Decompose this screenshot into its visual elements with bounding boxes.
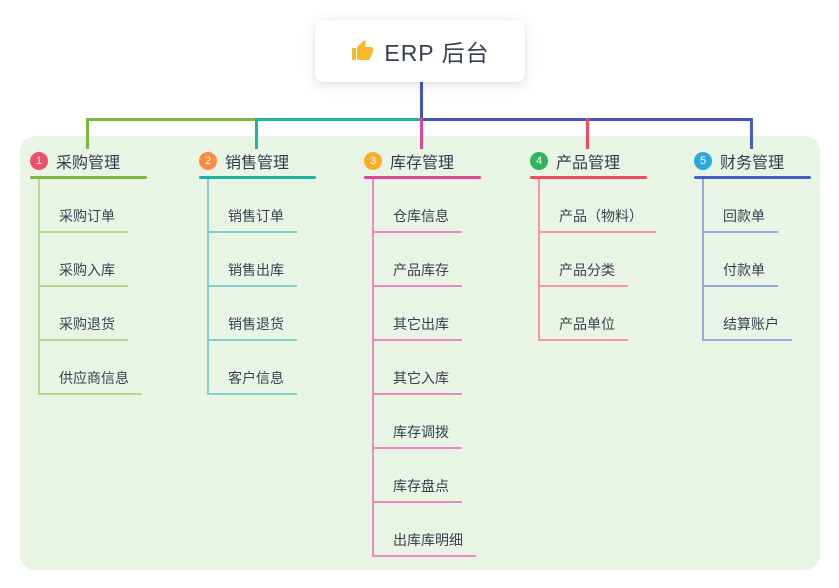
child-node-label: 销售出库 bbox=[209, 260, 297, 287]
child-node-label: 回款单 bbox=[704, 206, 778, 233]
branch-children-list: 仓库信息产品库存其它出库其它入库库存调拨库存盘点出库库明细 bbox=[372, 179, 481, 557]
branch-node-3[interactable]: 3 库存管理 bbox=[364, 148, 481, 174]
branch-children-list: 产品（物料） 产品分类产品单位 bbox=[538, 179, 656, 341]
branch-4: 4 产品管理产品（物料） 产品分类产品单位 bbox=[530, 148, 656, 341]
child-node[interactable]: 销售订单 bbox=[209, 179, 316, 233]
child-node[interactable]: 产品单位 bbox=[540, 287, 656, 341]
child-node-label: 其它出库 bbox=[374, 314, 462, 341]
branch-node-5[interactable]: 5 财务管理 bbox=[694, 148, 811, 174]
child-node[interactable]: 结算账户 bbox=[704, 287, 811, 341]
child-node-label: 其它入库 bbox=[374, 368, 462, 395]
branch-5: 5 财务管理回款单付款单结算账户 bbox=[694, 148, 811, 341]
bus-segment-sales bbox=[256, 118, 421, 121]
branch-underline bbox=[694, 176, 811, 179]
child-node[interactable]: 其它出库 bbox=[374, 287, 481, 341]
branch-number-badge: 5 bbox=[694, 152, 712, 170]
child-node[interactable]: 出库库明细 bbox=[374, 503, 481, 557]
branch-underline bbox=[364, 176, 481, 179]
branch-2: 2 销售管理销售订单销售出库销售退货客户信息 bbox=[199, 148, 316, 395]
root-stem-line bbox=[420, 80, 423, 121]
branch-number-badge: 4 bbox=[530, 152, 548, 170]
child-node-label: 产品库存 bbox=[374, 260, 462, 287]
branch-number-badge: 2 bbox=[199, 152, 217, 170]
child-node-label: 产品单位 bbox=[540, 314, 628, 341]
child-node-label: 销售订单 bbox=[209, 206, 297, 233]
branch-1: 1 采购管理采购订单采购入库采购退货供应商信息 bbox=[30, 148, 147, 395]
child-node[interactable]: 产品库存 bbox=[374, 233, 481, 287]
branch-node-2[interactable]: 2 销售管理 bbox=[199, 148, 316, 174]
child-node[interactable]: 其它入库 bbox=[374, 341, 481, 395]
child-node[interactable]: 回款单 bbox=[704, 179, 811, 233]
child-node[interactable]: 客户信息 bbox=[209, 341, 316, 395]
child-node[interactable]: 采购入库 bbox=[40, 233, 147, 287]
branch-title-label: 销售管理 bbox=[225, 155, 290, 172]
branch-number-badge: 1 bbox=[30, 152, 48, 170]
child-node-label: 产品（物料） bbox=[540, 206, 656, 233]
child-node-label: 产品分类 bbox=[540, 260, 628, 287]
child-node[interactable]: 产品（物料） bbox=[540, 179, 656, 233]
connector-drop-branch-2 bbox=[255, 118, 258, 149]
branch-title-label: 采购管理 bbox=[56, 155, 121, 172]
child-node[interactable]: 库存调拨 bbox=[374, 395, 481, 449]
branch-node-1[interactable]: 1 采购管理 bbox=[30, 148, 147, 174]
child-node-label: 结算账户 bbox=[704, 314, 792, 341]
branch-title-label: 库存管理 bbox=[390, 155, 455, 172]
child-node-label: 销售退货 bbox=[209, 314, 297, 341]
root-node-label: ERP 后台 bbox=[384, 40, 490, 66]
child-node-label: 采购订单 bbox=[40, 206, 128, 233]
child-node-label: 付款单 bbox=[704, 260, 778, 287]
child-node-label: 仓库信息 bbox=[374, 206, 462, 233]
child-node[interactable]: 库存盘点 bbox=[374, 449, 481, 503]
child-node[interactable]: 采购退货 bbox=[40, 287, 147, 341]
child-node[interactable]: 销售退货 bbox=[209, 287, 316, 341]
branch-title-label: 产品管理 bbox=[556, 155, 621, 172]
connector-drop-branch-5 bbox=[750, 118, 753, 149]
child-node[interactable]: 销售出库 bbox=[209, 233, 316, 287]
child-node[interactable]: 付款单 bbox=[704, 233, 811, 287]
connector-drop-branch-3 bbox=[420, 118, 423, 149]
connector-drop-branch-1 bbox=[86, 118, 89, 149]
branch-title-label: 财务管理 bbox=[720, 155, 785, 172]
child-node-label: 采购退货 bbox=[40, 314, 128, 341]
connector-drop-branch-4 bbox=[586, 118, 589, 149]
branch-node-4[interactable]: 4 产品管理 bbox=[530, 148, 656, 174]
branch-children-list: 采购订单采购入库采购退货供应商信息 bbox=[38, 179, 147, 395]
branch-underline bbox=[30, 176, 147, 179]
branches-panel: 1 采购管理采购订单采购入库采购退货供应商信息 2 销售管理销售订单销售出库销售退货客… bbox=[20, 136, 820, 570]
child-node-label: 供应商信息 bbox=[40, 368, 142, 395]
child-node-label: 库存调拨 bbox=[374, 422, 462, 449]
child-node[interactable]: 供应商信息 bbox=[40, 341, 147, 395]
branch-underline bbox=[199, 176, 316, 179]
child-node-label: 采购入库 bbox=[40, 260, 128, 287]
thumbs-up-icon bbox=[350, 39, 374, 63]
root-node[interactable]: ERP 后台 bbox=[315, 20, 525, 82]
branch-number-badge: 3 bbox=[364, 152, 382, 170]
child-node[interactable]: 仓库信息 bbox=[374, 179, 481, 233]
child-node[interactable]: 产品分类 bbox=[540, 233, 656, 287]
branch-children-list: 回款单付款单结算账户 bbox=[702, 179, 811, 341]
branch-underline bbox=[530, 176, 647, 179]
child-node[interactable]: 采购订单 bbox=[40, 179, 147, 233]
child-node-label: 库存盘点 bbox=[374, 476, 462, 503]
child-node-label: 出库库明细 bbox=[374, 530, 476, 557]
child-node-label: 客户信息 bbox=[209, 368, 297, 395]
branch-children-list: 销售订单销售出库销售退货客户信息 bbox=[207, 179, 316, 395]
bus-segment-purchase bbox=[87, 118, 256, 121]
branch-3: 3 库存管理仓库信息产品库存其它出库其它入库库存调拨库存盘点出库库明细 bbox=[364, 148, 481, 557]
